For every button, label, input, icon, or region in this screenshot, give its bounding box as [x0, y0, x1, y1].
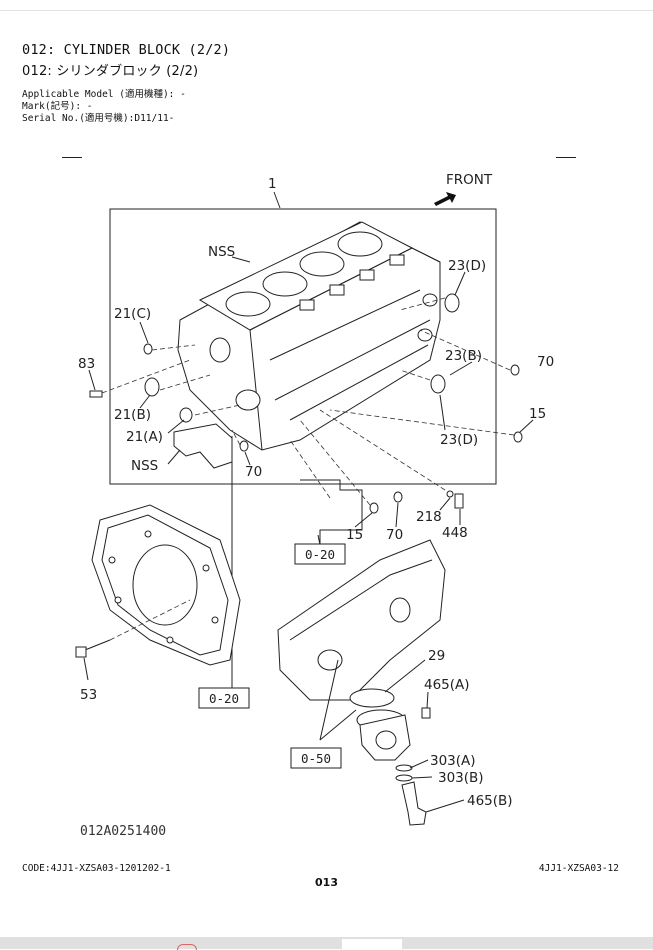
callout-29: 29 [428, 648, 445, 664]
callout-303a: 303(A) [430, 753, 476, 769]
page-number: 013 [315, 876, 338, 889]
pin-83 [89, 390, 103, 398]
ref-pump: 0-50 [301, 751, 331, 766]
seal-23d-top [444, 293, 460, 313]
seal-21b [144, 377, 160, 397]
viewer-toolbar [0, 937, 653, 949]
flywheel-housing-illustration [91, 504, 241, 666]
ref-box-upper [294, 543, 346, 565]
callout-23d-top: 23(D) [448, 258, 486, 274]
seal-23d-bottom [430, 374, 446, 394]
plug-21c [143, 343, 153, 355]
assembly-bracket [109, 208, 497, 485]
top-divider [0, 10, 653, 11]
sensor-465b [401, 781, 427, 826]
callout-70-left: 70 [245, 464, 262, 480]
seal-21a [179, 407, 193, 423]
callout-448: 448 [442, 525, 468, 541]
cylinder-block-illustration [177, 221, 441, 451]
callout-303b: 303(B) [438, 770, 484, 786]
callout-218: 218 [416, 509, 442, 525]
toolbar-indicator-icon [177, 944, 197, 950]
illustration-code: 012A0251400 [80, 824, 167, 839]
ref-housing: 0-20 [209, 691, 239, 706]
front-arrow-icon [434, 192, 456, 206]
oring-303b [395, 774, 413, 782]
ref-upper: 0-20 [305, 547, 335, 562]
water-pump-illustration [277, 539, 446, 761]
plug-70-bottom [393, 491, 403, 503]
footer-code-left: CODE:4JJ1-XZSA03-1201202-1 [22, 863, 171, 874]
callout-23b: 23(B) [445, 348, 482, 364]
plug-70-left [239, 440, 249, 452]
washer-218 [446, 490, 454, 498]
page-title-en: 012: CYLINDER BLOCK (2/2) [22, 42, 231, 58]
callout-70-right: 70 [537, 354, 554, 370]
callout-nss-bottom: NSS [131, 458, 158, 474]
oring-303a [395, 764, 413, 772]
callout-465b: 465(B) [467, 793, 513, 809]
bearing-cap-nss [173, 423, 233, 469]
callout-nss-top: NSS [208, 244, 235, 260]
callout-53: 53 [80, 687, 97, 703]
margin-mark-left [62, 157, 82, 158]
footer-code-right: 4JJ1-XZSA03-12 [538, 863, 619, 874]
ref-box-pump [290, 747, 342, 769]
margin-mark-right [556, 157, 576, 158]
front-label: FRONT [446, 172, 493, 188]
callout-70-bottom: 70 [386, 527, 403, 543]
callout-21c: 21(C) [114, 306, 151, 322]
callout-15-right: 15 [529, 406, 546, 422]
callout-15-bottom: 15 [346, 527, 363, 543]
mark-info: Mark(記号): - [22, 101, 93, 112]
plug-15-right [513, 431, 523, 443]
ref-box-housing [198, 687, 250, 709]
serial-number: Serial No.(適用号機):D11/11- [22, 113, 175, 124]
callout-83: 83 [78, 356, 95, 372]
plug-15-bottom [369, 502, 379, 514]
bolt-448 [454, 493, 464, 509]
callout-23d-bottom: 23(D) [440, 432, 478, 448]
applicable-model: Applicable Model (適用機種): - [22, 89, 186, 100]
page-title-ja: 012: シリンダブロック (2/2) [22, 64, 199, 79]
callout-465a: 465(A) [424, 677, 470, 693]
toolbar-tab[interactable] [342, 939, 402, 949]
plug-70-right [510, 364, 520, 376]
callout-21a: 21(A) [126, 429, 163, 445]
callout-21b: 21(B) [114, 407, 151, 423]
callout-1: 1 [268, 176, 277, 192]
bolt-53 [75, 646, 87, 658]
